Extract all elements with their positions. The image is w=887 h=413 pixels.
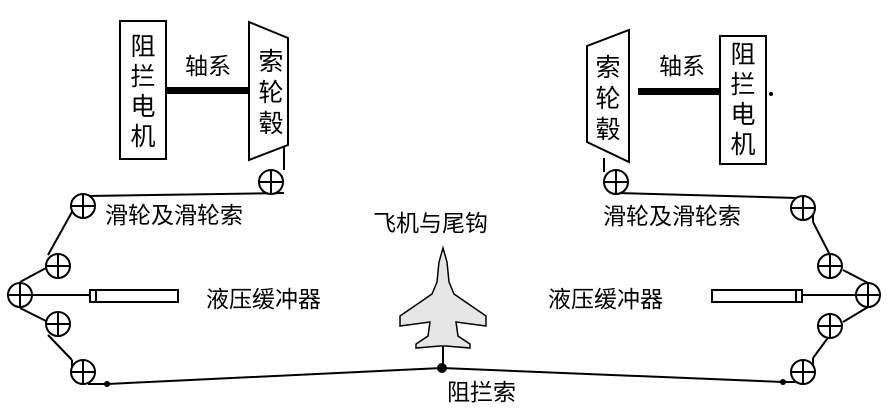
drum-right-char: 毂 [595, 115, 620, 144]
drum-left-trapezoid [248, 20, 289, 162]
buffer-left [32, 289, 179, 303]
cable-left-top-run [87, 192, 285, 197]
motor-left-char: 电 [130, 92, 155, 121]
motor-left-char: 机 [130, 122, 155, 151]
aircraft-icon [399, 245, 487, 368]
drum-left-char: 轮 [258, 78, 283, 107]
motor-right-char: 电 [730, 100, 755, 129]
cable-left-diag-upper2 [19, 267, 47, 283]
pulley-icon [258, 169, 284, 195]
shaft-right-label: 轴系 [659, 54, 705, 80]
drum-right-trapezoid [586, 28, 630, 164]
pulley-left-label: 滑轮及滑轮索 [105, 203, 243, 229]
motor-left-char: 阻 [130, 32, 155, 61]
pulley-icon [70, 193, 96, 219]
cable-right-top-run [615, 192, 798, 199]
motor-right-char: 阻 [730, 40, 755, 69]
pulley-icon [817, 253, 843, 279]
pulleys [7, 169, 881, 385]
drum-right-char: 轮 [595, 84, 620, 113]
cable-right-diag-lower2 [842, 306, 869, 323]
cable-left-diag-lower [47, 334, 73, 361]
pulley-icon [603, 169, 629, 195]
pulley-icon [790, 359, 816, 385]
junction-dot [780, 379, 786, 385]
pulley-icon [45, 253, 71, 279]
shaft-left-bar [166, 87, 249, 94]
cable-right-diag-lower [812, 334, 831, 359]
pulley-icon [790, 195, 816, 221]
motor-right-char: 机 [730, 130, 755, 159]
aircraft-label: 飞机与尾钩 [373, 211, 488, 237]
arresting-cable-label: 阻拦索 [447, 380, 516, 406]
buffer-right [711, 289, 856, 303]
pulley-icon [855, 282, 881, 308]
shaft-left-label: 轴系 [185, 54, 231, 80]
cable-right-diag-upper [812, 221, 831, 256]
motor-right-box [719, 35, 767, 165]
drum-right-char: 索 [595, 53, 620, 82]
pulley-icon [70, 359, 96, 385]
drum-left-char: 索 [258, 47, 283, 76]
cable-right-diag-upper2 [842, 269, 869, 284]
motor-left-char: 拦 [130, 62, 155, 91]
buffer-left-label: 液压缓冲器 [206, 287, 321, 313]
drum-left-char: 毂 [258, 109, 283, 138]
pulley-right-label: 滑轮及滑轮索 [603, 204, 741, 230]
junction-dot [104, 381, 110, 387]
cable-left-diag-lower2 [19, 307, 47, 322]
pulley-icon [7, 282, 33, 308]
buffer-right-label: 液压缓冲器 [548, 287, 663, 313]
motor-right-char: 拦 [730, 70, 755, 99]
motor-right-dot [769, 92, 773, 96]
motor-left-box [119, 20, 167, 160]
pulley-icon [45, 311, 71, 337]
cable-left-diag-upper [47, 211, 73, 256]
shaft-right-bar [638, 88, 720, 95]
pulley-icon [817, 313, 843, 339]
